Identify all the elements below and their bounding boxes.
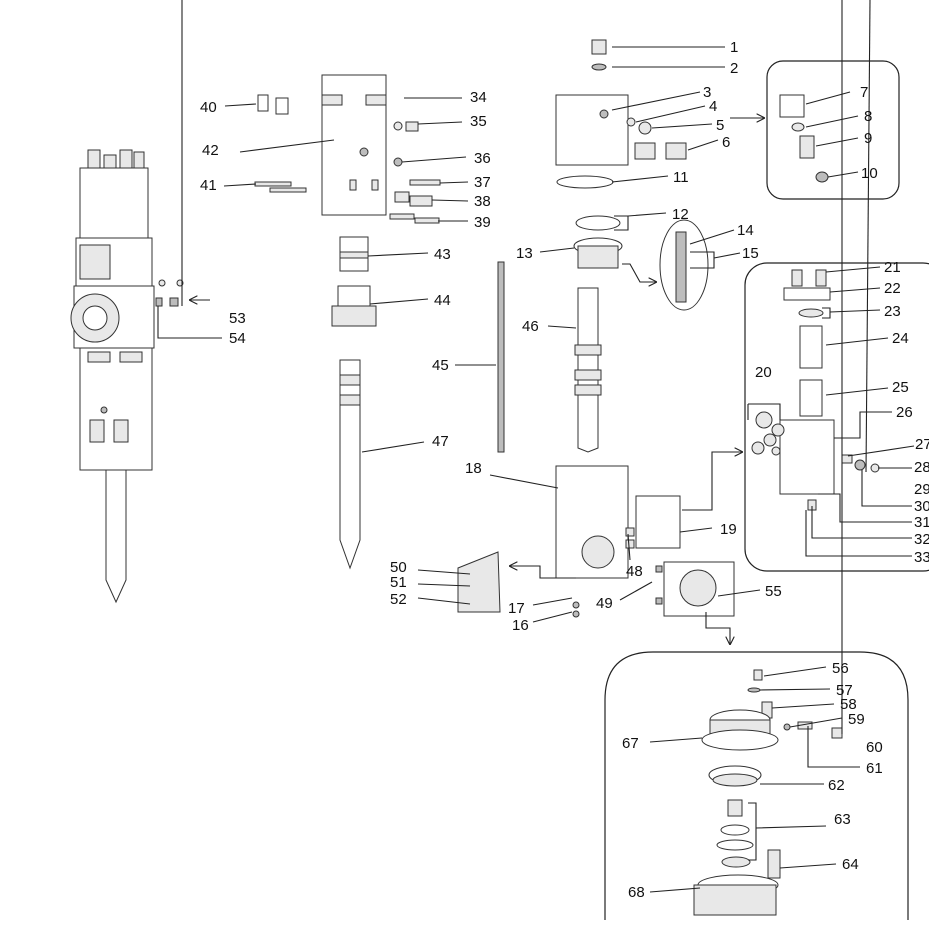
callout-labels: 1 2 3 4 5 6 7 8 9 10 11 12 13 14 15 16 1… <box>200 39 929 901</box>
callout-11: 11 <box>673 169 689 186</box>
callout-4: 4 <box>709 98 717 115</box>
callout-13: 13 <box>516 245 533 262</box>
callout-51: 51 <box>390 574 407 591</box>
callout-41: 41 <box>200 177 217 194</box>
callout-53: 53 <box>229 310 246 327</box>
callout-48: 48 <box>626 563 643 580</box>
control-valve-parts <box>751 269 880 511</box>
callout-7: 7 <box>860 84 868 101</box>
cylinder-parts <box>457 465 735 618</box>
callout-33: 33 <box>914 549 929 566</box>
callout-36: 36 <box>474 150 491 167</box>
callout-27: 27 <box>915 436 929 453</box>
callout-30: 30 <box>914 498 929 515</box>
callout-35: 35 <box>470 113 487 130</box>
callout-39: 39 <box>474 214 491 231</box>
callout-14: 14 <box>737 222 754 239</box>
callout-1: 1 <box>730 39 738 56</box>
callout-5: 5 <box>716 117 724 134</box>
callout-2: 2 <box>730 60 738 77</box>
callout-9: 9 <box>864 130 872 147</box>
assembled-breaker <box>70 149 184 604</box>
detail-box-valve <box>766 60 900 200</box>
callout-56: 56 <box>832 660 849 677</box>
callout-18: 18 <box>465 460 482 477</box>
callout-64: 64 <box>842 856 859 873</box>
callout-45: 45 <box>432 357 449 374</box>
callout-29: 29 <box>914 481 929 498</box>
callout-60: 60 <box>866 739 883 756</box>
callout-34: 34 <box>470 89 487 106</box>
callout-61: 61 <box>866 760 883 777</box>
callout-17: 17 <box>508 600 525 617</box>
callout-44: 44 <box>434 292 451 309</box>
callout-25: 25 <box>892 379 909 396</box>
leader-lines <box>157 0 915 893</box>
callout-10: 10 <box>861 165 878 182</box>
callout-43: 43 <box>434 246 451 263</box>
callout-67: 67 <box>622 735 639 752</box>
callout-37: 37 <box>474 174 491 191</box>
callout-49: 49 <box>596 595 613 612</box>
callout-42: 42 <box>202 142 219 159</box>
callout-54: 54 <box>229 330 246 347</box>
callout-47: 47 <box>432 433 449 450</box>
front-head-parts <box>254 74 505 570</box>
detail-box-accumulator <box>604 651 909 920</box>
callout-40: 40 <box>200 99 217 116</box>
callout-8: 8 <box>864 108 872 125</box>
callout-58: 58 <box>840 696 857 713</box>
callout-12: 12 <box>672 206 689 223</box>
callout-46: 46 <box>522 318 539 335</box>
callout-31: 31 <box>914 514 929 531</box>
callout-57: 57 <box>836 682 853 699</box>
callout-26: 26 <box>896 404 913 421</box>
detail-box-control-valve <box>744 262 929 572</box>
callout-63: 63 <box>834 811 851 828</box>
callout-38: 38 <box>474 193 491 210</box>
callout-28: 28 <box>914 459 929 476</box>
callout-19: 19 <box>720 521 737 538</box>
callout-68: 68 <box>628 884 645 901</box>
callout-16: 16 <box>512 617 529 634</box>
callout-24: 24 <box>892 330 909 347</box>
callout-6: 6 <box>722 134 730 151</box>
callout-20: 20 <box>755 364 772 381</box>
callout-55: 55 <box>765 583 782 600</box>
callout-52: 52 <box>390 591 407 608</box>
accumulator-parts <box>693 669 843 916</box>
callout-32: 32 <box>914 531 929 548</box>
callout-23: 23 <box>884 303 901 320</box>
callout-22: 22 <box>884 280 901 297</box>
callout-21: 21 <box>884 259 901 276</box>
callout-3: 3 <box>703 84 711 101</box>
callout-50: 50 <box>390 559 407 576</box>
callout-59: 59 <box>848 711 865 728</box>
callout-15: 15 <box>742 245 759 262</box>
callout-62: 62 <box>828 777 845 794</box>
back-head-parts <box>555 39 829 453</box>
